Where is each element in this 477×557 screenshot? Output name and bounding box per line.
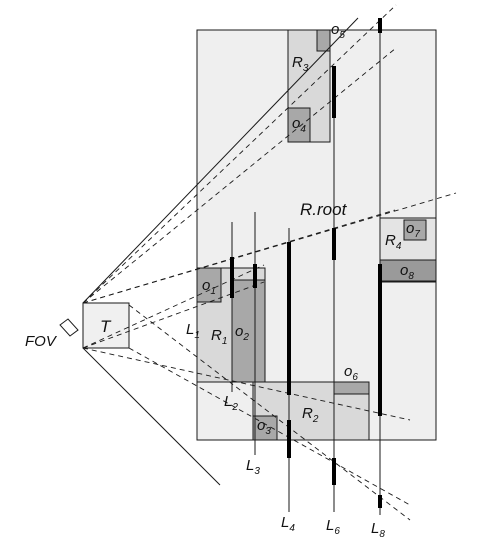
target-box [82, 302, 130, 349]
label-l2: L2 [224, 393, 238, 413]
label-l8: L8 [371, 520, 385, 540]
label-o7: o7 [406, 220, 420, 240]
label-l4: L4 [281, 514, 295, 534]
label-o4: o4 [292, 115, 306, 135]
label-o3: o3 [257, 417, 271, 437]
label-l3: L3 [246, 457, 260, 477]
label-o6: o6 [344, 363, 358, 383]
fov-boundary-upper [82, 17, 359, 304]
label-fov: FOV [25, 333, 58, 350]
label-o2: o2 [235, 323, 249, 343]
label-r2: R2 [302, 405, 319, 425]
label-target: T [100, 317, 112, 336]
label-r4: R4 [385, 232, 402, 252]
object-o6 [333, 381, 370, 395]
object-o1 [196, 267, 222, 303]
object-o5 [316, 29, 331, 52]
label-r3: R3 [292, 54, 309, 74]
object-o4 [287, 107, 311, 143]
label-o5: o5 [331, 21, 345, 41]
label-o8: o8 [400, 262, 414, 282]
object-o2 [231, 279, 266, 383]
label-l1: L1 [186, 321, 200, 341]
occlusion-segments [230, 18, 382, 508]
label-l6: L6 [326, 517, 340, 537]
label-r1: R1 [211, 327, 227, 347]
fov-boundary-lower [82, 347, 221, 486]
fov-marker [59, 318, 79, 337]
label-o1: o1 [202, 277, 216, 297]
object-o7 [403, 219, 427, 241]
label-r-root: R.root [300, 200, 348, 219]
